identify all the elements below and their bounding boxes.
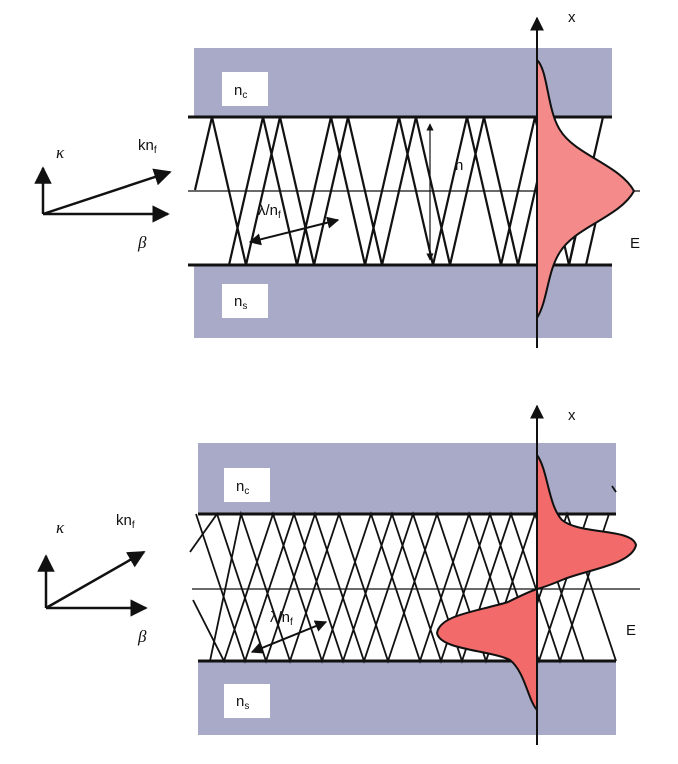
bottom-kappa-label: κ	[56, 518, 65, 537]
bottom-cladding-label: n	[236, 478, 244, 495]
bottom-field-profile-lower	[435, 587, 538, 713]
svg-text:ns: ns	[234, 293, 247, 312]
top-kappa-label: κ	[56, 143, 65, 162]
bottom-field-label: E	[626, 622, 636, 639]
bottom-substrate-label-box	[224, 684, 270, 718]
top-wavelength-label: λ/n	[258, 202, 278, 219]
bottom-knf-label: kn	[116, 512, 132, 529]
bottom-knf-sub: f	[132, 520, 135, 531]
top-cladding-label-box	[222, 72, 268, 106]
top-substrate-label-box	[222, 284, 268, 318]
svg-text:knf: knf	[138, 137, 157, 156]
bottom-cladding-sub: c	[244, 486, 249, 497]
bottom-substrate-label: n	[236, 693, 244, 710]
svg-text:λ/nf: λ/nf	[270, 609, 293, 628]
top-field-label: E	[630, 235, 640, 252]
top-knf-arrow	[42, 168, 172, 216]
bottom-field-profile-upper	[536, 451, 638, 591]
bottom-x-axis-label: x	[568, 407, 576, 424]
top-knf-sub: f	[154, 145, 157, 156]
top-field-profile	[536, 57, 636, 322]
bottom-knf-arrow	[45, 550, 146, 610]
svg-text:nc: nc	[236, 478, 249, 497]
bottom-cladding-label-box	[224, 468, 270, 502]
top-wavevector-diagram	[34, 166, 172, 223]
top-wavelength-sub: f	[278, 210, 281, 221]
bottom-diagram: nc ns x E λ/nf	[37, 404, 640, 745]
top-substrate-sub: s	[242, 301, 247, 312]
svg-text:λ/nf: λ/nf	[258, 202, 281, 221]
top-substrate-label: n	[234, 293, 242, 310]
bottom-wavevector-diagram	[37, 550, 148, 617]
top-cladding-label: n	[234, 82, 242, 99]
bottom-wavelength-sub: f	[290, 617, 293, 628]
bottom-substrate-sub: s	[244, 701, 249, 712]
svg-text:nc: nc	[234, 82, 247, 101]
top-x-axis-label: x	[568, 9, 576, 26]
bottom-beta-label: β	[137, 627, 147, 646]
svg-text:ns: ns	[236, 693, 249, 712]
svg-text:knf: knf	[116, 512, 135, 531]
top-cladding-sub: c	[242, 90, 247, 101]
top-diagram: nc ns x E h λ/nf	[34, 9, 640, 348]
top-thickness-label: h	[455, 157, 463, 174]
top-wavelength-arrow	[248, 216, 340, 246]
top-beta-label: β	[137, 233, 147, 252]
top-knf-label: kn	[138, 137, 154, 154]
bottom-wavelength-arrow	[250, 620, 328, 654]
bottom-wavelength-label: λ/n	[270, 609, 290, 626]
